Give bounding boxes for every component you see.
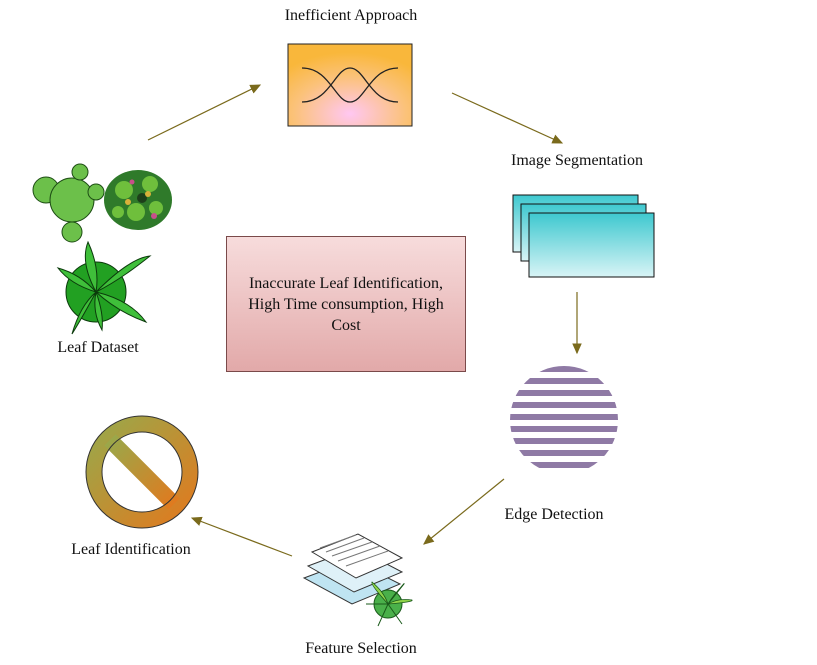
arrow-edge-to-feature xyxy=(423,478,505,545)
no-sign-icon xyxy=(85,415,199,529)
approach-icon xyxy=(287,43,413,127)
edge-detection-icon xyxy=(510,366,618,468)
arrow-approach-to-segmentation xyxy=(451,92,564,144)
label-leaf-dataset: Leaf Dataset xyxy=(57,339,139,356)
feature-selection-icon xyxy=(302,533,413,627)
leaf-dataset-icon xyxy=(32,163,172,335)
label-image-segmentation: Image Segmentation xyxy=(511,152,643,169)
arrow-dataset-to-approach xyxy=(147,84,262,141)
label-feature-selection: Feature Selection xyxy=(305,640,417,657)
label-leaf-identification: Leaf Identification xyxy=(71,541,191,558)
cycle-arrows xyxy=(147,84,582,557)
leaf-plant-icon xyxy=(56,240,152,335)
arrow-feature-to-identification xyxy=(190,516,293,557)
label-edge-detection: Edge Detection xyxy=(504,506,604,523)
cactus-icon xyxy=(32,163,105,243)
problem-summary-box: Inaccurate Leaf Identification, High Tim… xyxy=(226,236,466,372)
segmentation-pages-icon xyxy=(512,194,655,278)
problem-summary-text: Inaccurate Leaf Identification, High Tim… xyxy=(248,274,444,334)
label-inefficient-approach: Inefficient Approach xyxy=(284,7,418,24)
bush-icon xyxy=(104,170,172,230)
